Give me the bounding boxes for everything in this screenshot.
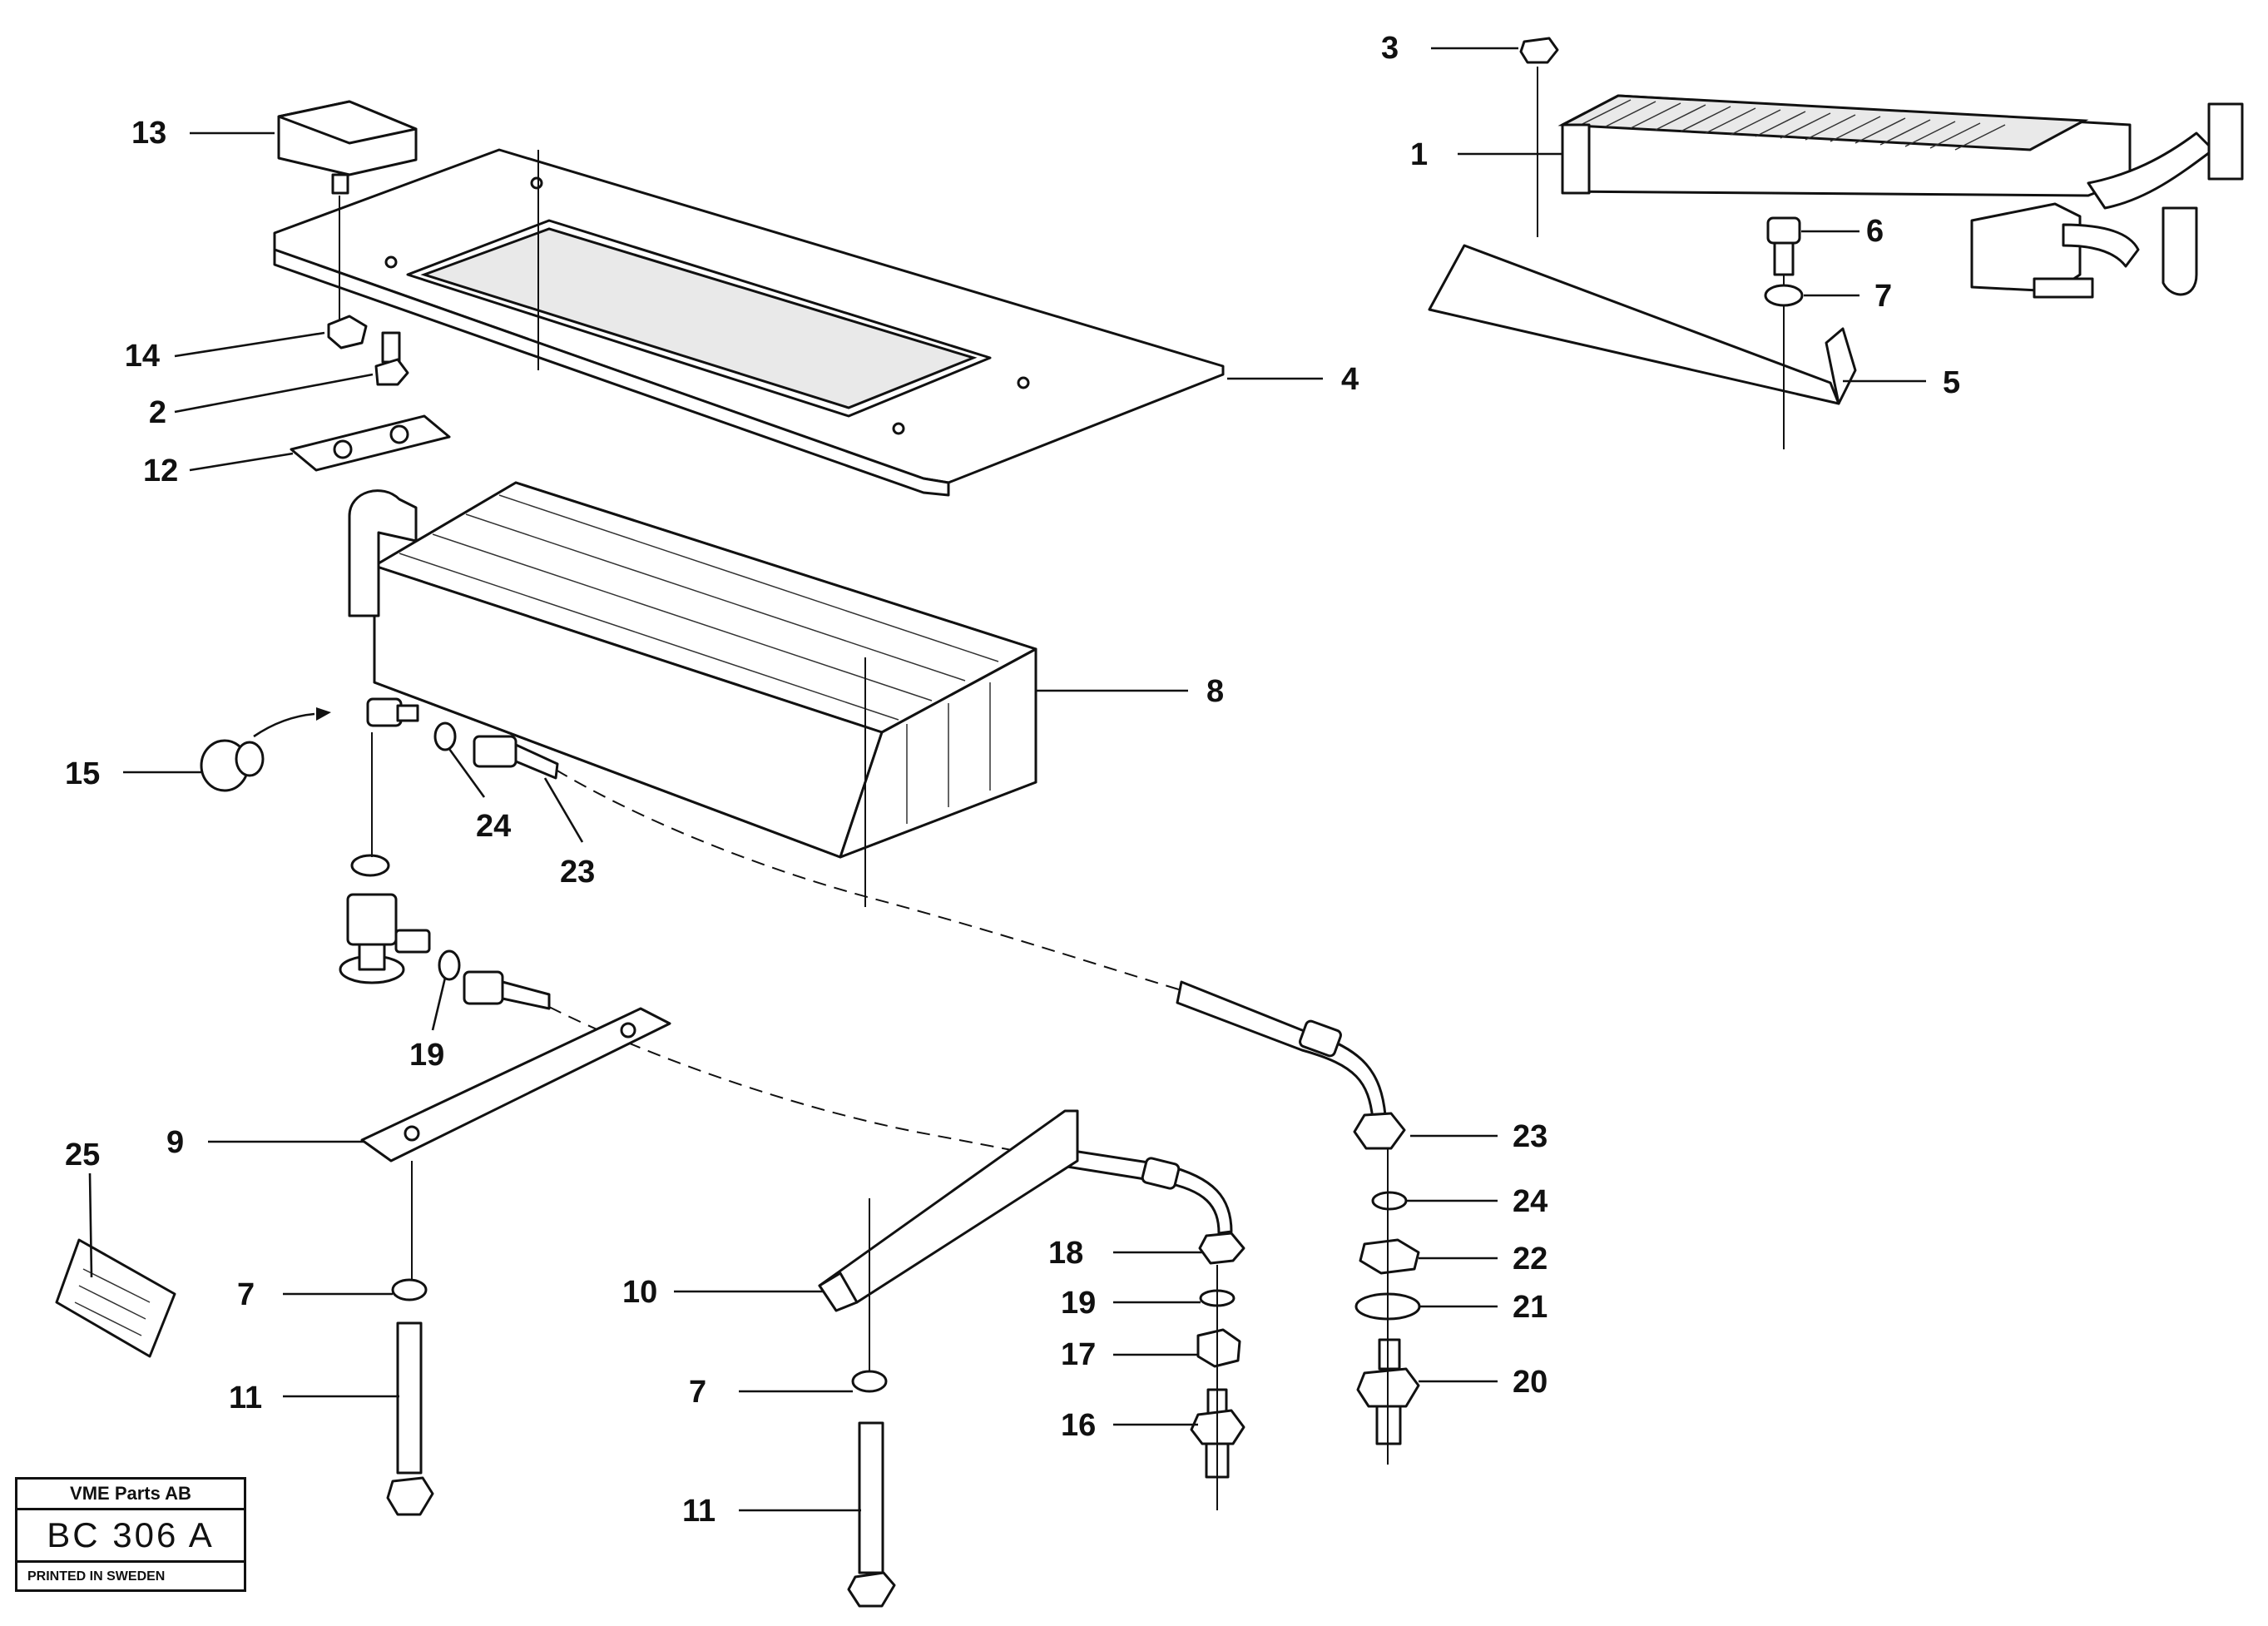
callout-1: 1 [1410,137,1428,172]
callout-10: 10 [622,1275,657,1310]
title-block-printed-note: PRINTED IN SWEDEN [27,1569,166,1584]
callout-19-left: 19 [409,1038,444,1073]
callout-22: 22 [1513,1242,1547,1277]
union-23-upper [473,735,559,780]
heater-core-8 [348,481,1037,907]
callout-15: 15 [65,756,100,791]
label-plate-25 [55,1238,176,1358]
callout-3: 3 [1381,31,1399,66]
washer-7-left [391,1278,428,1301]
callout-19-mid: 19 [1061,1286,1096,1321]
o-ring-24-upper [433,721,457,751]
callout-numbers: 1 2 3 4 5 6 7 7 7 8 9 10 11 11 12 13 14 … [65,31,1960,1529]
o-ring-left-lower [350,854,390,877]
nut-14 [327,315,368,349]
callout-23-right: 23 [1513,1119,1547,1154]
pipe-right [1176,980,1406,1150]
union-lower-left [463,970,551,1010]
mounting-bracket-5 [1428,244,1857,449]
callout-13: 13 [131,116,166,151]
tee-fitting [339,893,431,984]
callout-5: 5 [1943,365,1960,400]
cover-plate-4 [273,148,1225,497]
nut-17 [1196,1328,1241,1368]
fitting-left-core [366,697,419,727]
o-ring-24-right [1371,1191,1408,1211]
callout-17: 17 [1061,1337,1096,1372]
plate-12 [290,414,451,472]
callout-9: 9 [166,1125,184,1160]
heater-unit-assembly [1537,67,2244,299]
callout-11-left: 11 [229,1381,262,1415]
callout-14: 14 [125,339,160,374]
callout-12: 12 [143,454,178,488]
callout-25: 25 [65,1138,100,1172]
title-block-drawing-code: BC 306 A [17,1510,244,1563]
bolt-6 [1766,216,1801,276]
cap-15 [200,707,331,792]
callout-2: 2 [149,395,166,430]
bolt-11-left [386,1321,434,1516]
callout-8: 8 [1206,674,1224,709]
bolt-11-mid [847,1421,896,1608]
washer-7-top [1764,284,1804,307]
switch-box-13 [277,100,418,333]
washer-7-mid [851,1370,888,1393]
strap-9 [360,1007,671,1286]
callout-24-right: 24 [1513,1184,1547,1219]
callout-24-upper: 24 [476,809,511,844]
callout-7-top: 7 [1874,279,1892,314]
callout-7-left: 7 [237,1277,255,1312]
title-block-company: VME Parts AB [17,1480,244,1510]
leader-lines [88,47,1926,1512]
callout-18: 18 [1048,1236,1083,1271]
callout-20: 20 [1513,1365,1547,1400]
screw-2 [374,331,409,386]
nut-3 [1519,37,1559,64]
callout-6: 6 [1866,214,1884,249]
title-block: VME Parts AB BC 306 A PRINTED IN SWEDEN [15,1477,246,1592]
nut-22 [1359,1238,1420,1275]
callout-16: 16 [1061,1408,1096,1443]
callout-21: 21 [1513,1290,1547,1325]
callout-7-mid: 7 [689,1375,706,1410]
callout-11-mid: 11 [682,1494,716,1529]
pipe-middle [1055,1147,1245,1265]
callout-4: 4 [1341,362,1359,397]
angle-bracket-10 [818,1109,1079,1377]
callout-23-upper: 23 [560,855,595,890]
o-ring-19-left [438,949,461,981]
